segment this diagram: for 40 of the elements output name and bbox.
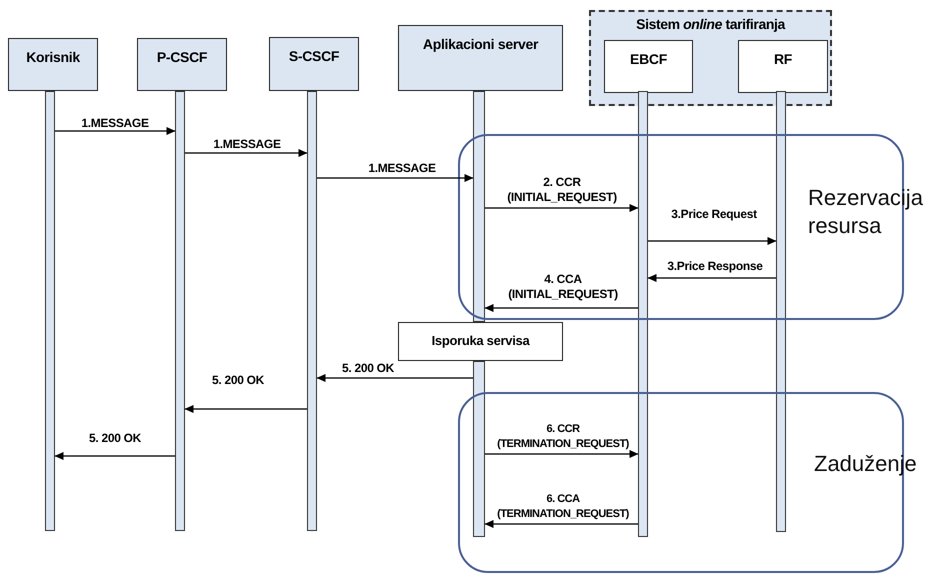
participant-box: P-CSCF xyxy=(137,38,227,91)
message-arrow xyxy=(485,450,638,458)
message-arrow xyxy=(55,127,176,135)
group-box xyxy=(589,10,832,106)
message-arrow xyxy=(484,520,638,528)
lifeline-bar xyxy=(473,91,485,322)
edge-label: 1.MESSAGE xyxy=(80,116,150,131)
lifeline-bar xyxy=(776,91,786,532)
edge-label: 4. CCA (INITIAL_REQUEST) xyxy=(507,272,619,302)
participant-box: EBCF xyxy=(604,40,693,93)
lifeline-bar xyxy=(638,91,648,537)
edge-label: 5. 200 OK xyxy=(341,361,395,376)
lifeline-bar xyxy=(473,361,485,537)
edge-label: 5. 200 OK xyxy=(211,373,265,388)
message-arrow xyxy=(648,274,776,282)
participant-box: Korisnik xyxy=(8,38,98,91)
edge-label: 1.MESSAGE xyxy=(367,161,437,176)
edge-label: 6. CCA (TERMINATION_REQUEST) xyxy=(496,492,630,522)
lifeline-bar xyxy=(175,91,185,531)
group-title: Sistem online tarifiranja xyxy=(635,16,786,32)
note-box: Isporuka servisa xyxy=(398,322,563,361)
message-arrow xyxy=(484,304,638,312)
message-arrow xyxy=(648,237,776,245)
message-arrow xyxy=(316,374,473,382)
edge-label: 6. CCR (TERMINATION_REQUEST) xyxy=(496,422,630,452)
edge-label: 3.Price Response xyxy=(666,259,764,274)
lifeline-bar xyxy=(45,91,55,531)
message-arrow xyxy=(54,452,175,460)
participant-box: S-CSCF xyxy=(269,37,359,91)
message-arrow xyxy=(184,405,307,413)
participant-box: Aplikacioni server xyxy=(398,25,563,91)
edge-label: 3.Price Request xyxy=(670,207,758,222)
message-arrow xyxy=(317,174,474,182)
message-arrow xyxy=(485,204,638,212)
edge-label: 2. CCR (INITIAL_REQUEST) xyxy=(506,175,618,205)
message-arrow xyxy=(185,149,308,157)
participant-box: RF xyxy=(738,40,828,93)
edge-label: 5. 200 OK xyxy=(88,431,142,446)
lifeline-bar xyxy=(307,91,317,531)
edge-label: 1.MESSAGE xyxy=(212,137,282,152)
